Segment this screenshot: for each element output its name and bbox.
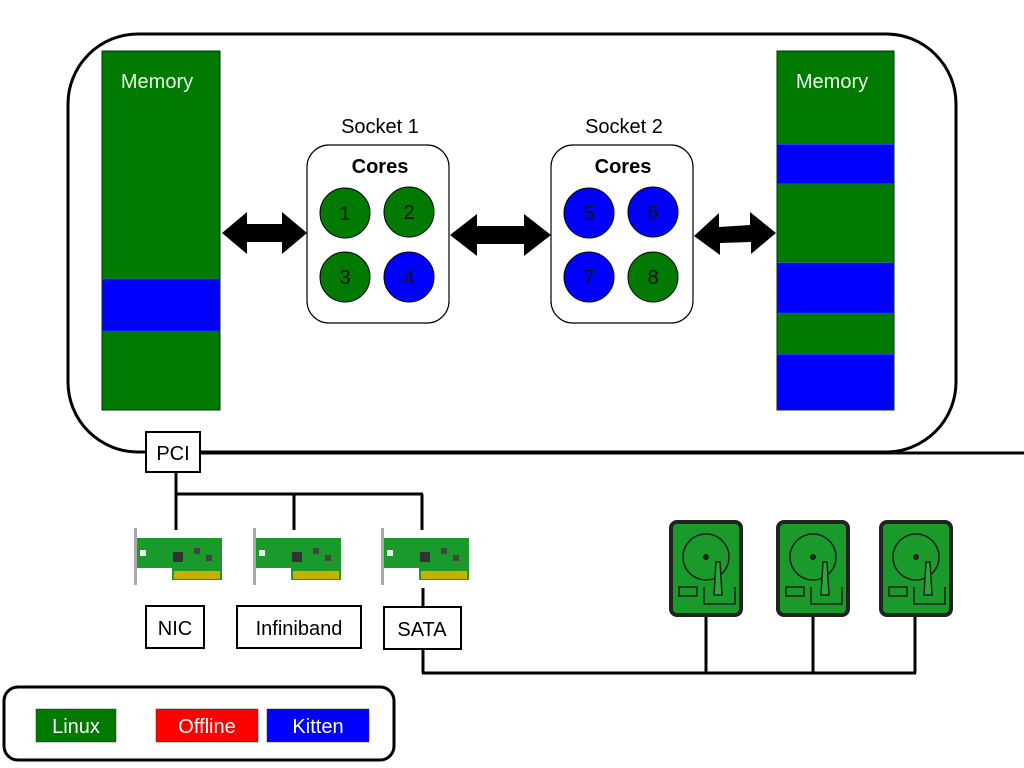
memory-segment-linux: [102, 331, 220, 410]
core-number: 6: [647, 202, 658, 224]
socket-title: Socket 2: [585, 116, 663, 138]
hard-disk-icon: [776, 520, 850, 617]
hard-disk-icon: [879, 520, 953, 617]
core-4: [383, 251, 435, 303]
core-2: [383, 186, 435, 238]
device-label-box: [236, 605, 362, 649]
core-number: 1: [339, 203, 350, 225]
memory-segment-kitten: [776, 144, 895, 185]
legend-label: Linux: [52, 716, 100, 738]
core-3: [319, 251, 371, 303]
cores-label: Cores: [595, 156, 652, 178]
device-label-box: [383, 606, 462, 650]
memory-segment-kitten: [101, 278, 221, 332]
memory-left-label: Memory: [121, 71, 193, 93]
core-1: [319, 187, 371, 239]
device-label-box: [145, 605, 205, 649]
legend-item-kitten: Kitten: [266, 708, 370, 743]
pci-card-icon: [381, 528, 469, 585]
core-number: 2: [403, 202, 414, 224]
bidirectional-arrow-icon: [222, 212, 307, 254]
socket-2: Socket 2 Cores 5 6 7 8: [550, 116, 694, 324]
core-number: 5: [583, 203, 594, 225]
device-label: Infiniband: [256, 618, 343, 640]
pci-bus: [174, 451, 1024, 675]
legend-label: Offline: [178, 716, 235, 738]
memory-right: [776, 50, 895, 411]
core-number: 8: [647, 267, 658, 289]
device-label: NIC: [158, 618, 192, 640]
bidirectional-arrow-icon: [450, 214, 551, 256]
hard-disk-icon: [669, 520, 743, 617]
core-6: [627, 186, 679, 238]
memory-right-label: Memory: [796, 71, 868, 93]
core-number: 4: [403, 267, 414, 289]
socket-1: Socket 1 Cores 1 2 3 4: [306, 116, 450, 324]
memory-segment-kitten: [776, 262, 895, 314]
memory-outline: [776, 50, 895, 411]
pci-card-icon: [134, 528, 222, 585]
core-number: 7: [583, 267, 594, 289]
memory-segment-linux: [777, 51, 894, 145]
socket-title: Socket 1: [341, 116, 419, 138]
legend-item-linux: Linux: [35, 708, 117, 743]
core-7: [563, 251, 615, 303]
core-number: 3: [339, 267, 350, 289]
legend-item-offline: Offline: [155, 708, 259, 743]
memory-segment-linux: [777, 313, 894, 355]
core-8: [627, 251, 679, 303]
bidirectional-arrow-icon: [694, 212, 776, 255]
pci-label: PCI: [156, 443, 189, 465]
pci-box: [145, 431, 201, 473]
memory-left: [101, 50, 221, 411]
pci-card-icon: [253, 528, 341, 585]
cores-label: Cores: [352, 156, 409, 178]
device-label: SATA: [397, 619, 447, 641]
memory-segment-linux: [777, 183, 894, 263]
memory-segment-linux: [102, 51, 220, 279]
memory-segment-kitten: [776, 354, 895, 411]
legend-label: Kitten: [292, 716, 343, 738]
memory-outline: [101, 50, 221, 411]
core-5: [563, 187, 615, 239]
